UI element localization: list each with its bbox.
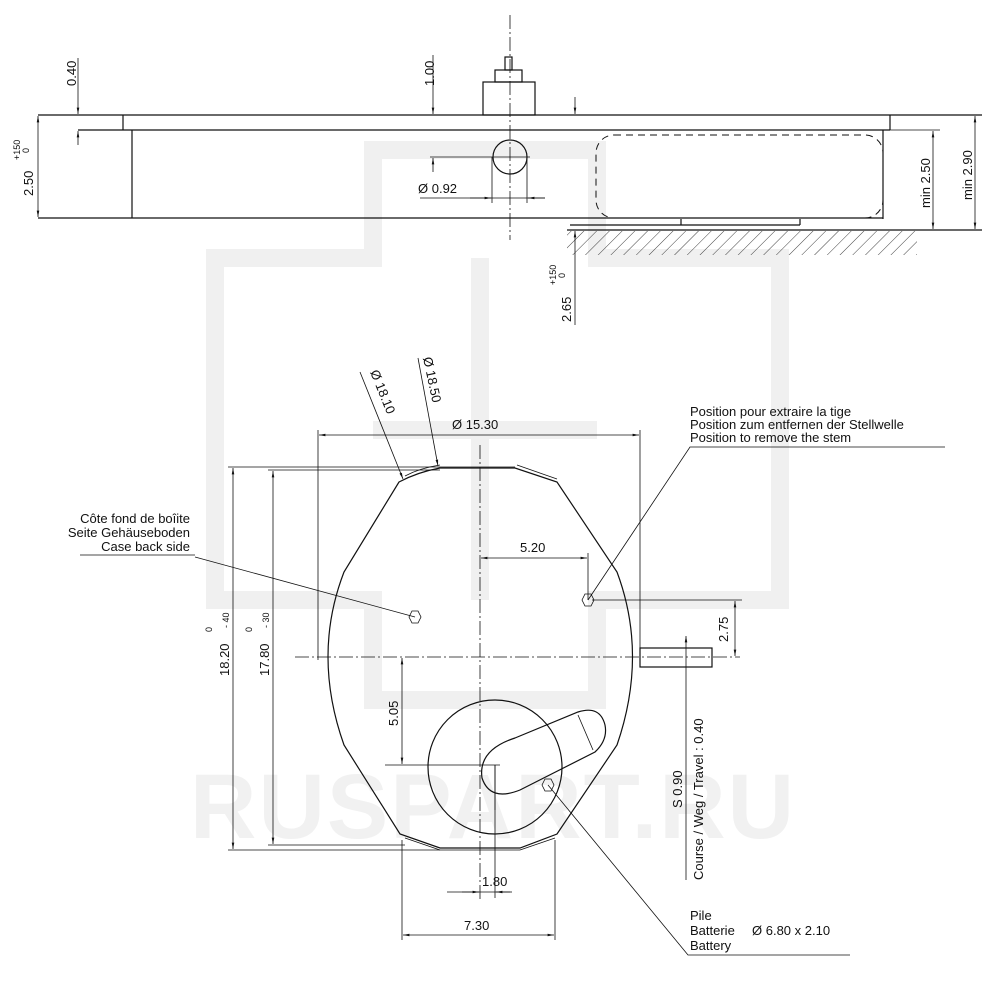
stem-travel-value: S 0.90 — [670, 770, 685, 808]
dim-stem-diameter: Ø 0.92 — [418, 181, 457, 196]
front-view: Ø 15.30 Ø 18.10 Ø 18.50 18.20 0 - 40 17.… — [68, 356, 945, 956]
tolerance-upper: 0 — [204, 627, 214, 632]
dim-520: 5.20 — [520, 540, 545, 555]
dim-275: 2.75 — [716, 617, 731, 642]
dim-total-height: 2.65 — [559, 297, 574, 322]
movement-outline — [327, 467, 634, 849]
tolerance-lower: 0 — [557, 273, 567, 278]
dim-diameter-1810: Ø 18.10 — [367, 368, 398, 417]
dim-diameter-1850: Ø 18.50 — [420, 356, 444, 404]
stem-travel-label: Course / Weg / Travel : 0.40 — [691, 718, 706, 880]
tolerance-lower: 0 — [21, 148, 31, 153]
stem-position-label-en: Position to remove the stem — [690, 430, 851, 445]
stem-position-label-fr: Position pour extraire la tige — [690, 404, 851, 419]
side-view: Ø 0.92 1.00 0.40 2.50 +150 0 2.65 +150 0… — [12, 15, 982, 325]
ground-hatching — [567, 231, 917, 255]
tolerance-upper: +150 — [548, 265, 558, 285]
dim-180: 1.80 — [482, 874, 507, 889]
dim-height-1820: 18.20 — [217, 643, 232, 676]
dim-diameter-1530: Ø 15.30 — [452, 417, 498, 432]
dim-plate-thickness: 0.40 — [64, 61, 79, 86]
watermark: RUSPART.RU — [190, 141, 796, 858]
battery-outline-dashed — [595, 134, 884, 219]
tolerance-lower: - 40 — [221, 612, 231, 628]
stem-release-point — [581, 593, 595, 607]
case-back-label-de: Seite Gehäuseboden — [68, 525, 190, 540]
watermark-text: RUSPART.RU — [190, 756, 796, 858]
dim-height-1780: 17.80 — [257, 643, 272, 676]
battery-label-fr: Pile — [690, 908, 712, 923]
crown — [482, 56, 536, 116]
dim-min-250: min 2.50 — [918, 158, 933, 208]
tolerance-upper: +150 — [12, 140, 22, 160]
dim-movement-height: 2.50 — [21, 171, 36, 196]
dim-min-290: min 2.90 — [960, 150, 975, 200]
crown-stem — [639, 647, 713, 668]
case-back-marker — [408, 610, 422, 624]
battery-label-de: Batterie — [690, 923, 735, 938]
case-back-label-fr: Côte fond de boîite — [80, 511, 190, 526]
battery-label-en: Battery — [690, 938, 732, 953]
dim-505: 5.05 — [386, 701, 401, 726]
case-back-label-en: Case back side — [101, 539, 190, 554]
dim-stem-height: 1.00 — [422, 61, 437, 86]
battery-size: Ø 6.80 x 2.10 — [752, 923, 830, 938]
dim-730: 7.30 — [464, 918, 489, 933]
stem-position-label-de: Position zum entfernen der Stellwelle — [690, 417, 904, 432]
tolerance-upper: 0 — [244, 627, 254, 632]
tolerance-lower: - 30 — [261, 612, 271, 628]
battery-marker — [541, 778, 555, 792]
